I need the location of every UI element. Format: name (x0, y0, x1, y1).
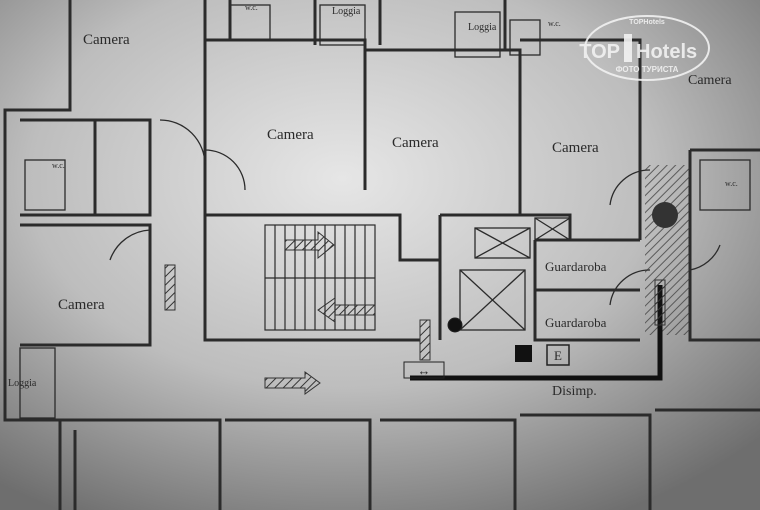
escape-arrow-icon (264, 371, 321, 395)
you-are-here-marker-icon (652, 202, 678, 228)
room-label: Camera (392, 135, 439, 151)
corridor-label: Disimp. (552, 384, 597, 399)
double-arrow-sign-icon (403, 361, 445, 379)
wc-label: w.c. (548, 19, 561, 28)
escape-arrow-icon (419, 319, 431, 361)
fire-extinguisher-icon (515, 345, 532, 362)
watermark-brand-left: TOP (579, 41, 620, 63)
room-label: Camera (267, 127, 314, 143)
loggia-label: Loggia (468, 22, 497, 33)
fire-equipment-icon (447, 317, 463, 333)
watermark-logo: TOPHotels TOP Hotels ФОТО ТУРИСТА (579, 15, 710, 81)
watermark-small: TOPHotels (629, 19, 665, 26)
exit-sign: E (554, 348, 562, 363)
exit-sign-box (546, 344, 570, 366)
hotel-building-icon (624, 34, 632, 62)
escape-arrow-icon (164, 264, 176, 311)
wc-label: w.c. (725, 179, 738, 188)
escape-arrow-icon (654, 279, 666, 326)
room-label: Camera (688, 73, 732, 88)
wc-label: w.c. (52, 161, 65, 170)
double-arrow-icon: ↔ (418, 363, 431, 378)
elevators (19, 4, 751, 419)
room-label: Camera (58, 297, 105, 313)
escape-arrow-icon (284, 230, 335, 260)
wardrobe-label: Guardaroba (545, 259, 607, 274)
watermark-subtitle: ФОТО ТУРИСТА (616, 65, 679, 74)
room-label: Camera (552, 140, 599, 156)
room-label: Camera (83, 32, 130, 48)
wc-label: w.c. (245, 3, 258, 12)
loggia-label: Loggia (8, 378, 37, 389)
watermark-brand-right: Hotels (636, 41, 697, 63)
escape-arrow-icon (317, 297, 376, 323)
hatched-escape-zone (645, 165, 690, 335)
loggia-label: Loggia (332, 6, 361, 17)
wardrobe-label: Guardaroba (545, 315, 607, 330)
